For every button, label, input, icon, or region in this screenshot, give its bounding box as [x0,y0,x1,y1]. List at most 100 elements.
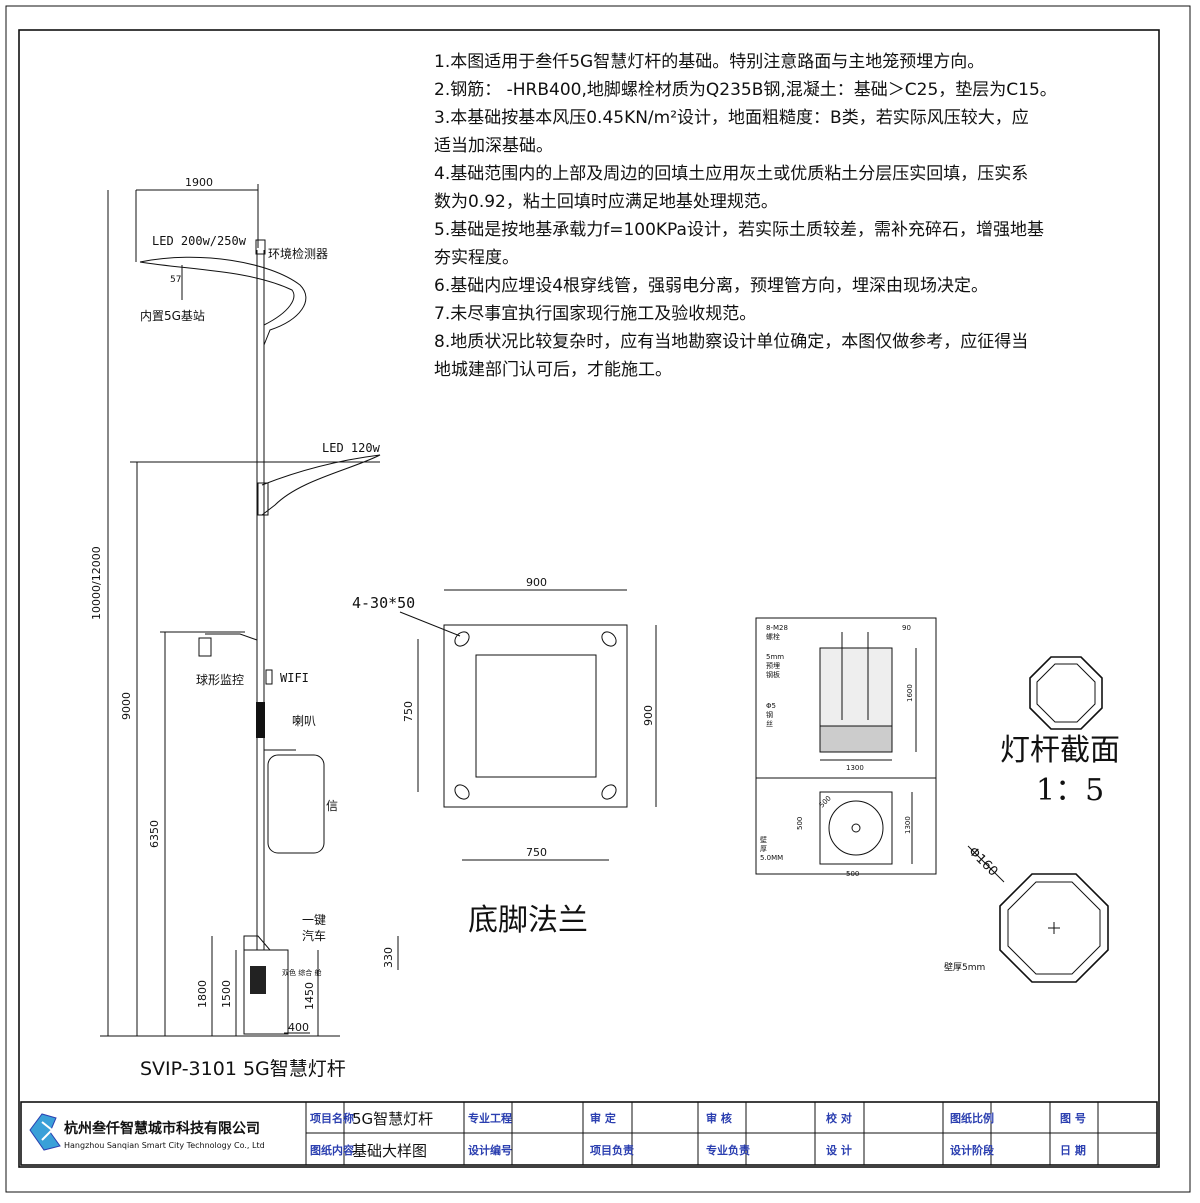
rebar-label: Φ5 [766,702,776,710]
mid-arm-clamp [257,482,269,516]
foundation-dim-depth: 1600 [906,684,914,702]
wifi-icon [265,669,273,685]
base-cabinet [243,949,289,1035]
scale-label: 图纸比例 [950,1111,994,1125]
section-title: 灯杆截面 [1000,733,1120,768]
note-line: 数为0.92，粘土回填时应满足地基处理规范。 [434,192,778,212]
section-wall: 壁厚5mm [944,961,985,973]
inner-border [18,29,1160,1168]
gravel-layer [819,725,893,753]
dim-1900: 1900 [185,176,213,189]
outer-border [5,5,1191,1193]
drawing-label: 图纸内容 [310,1143,354,1157]
hole-spec: 4-30*50 [352,594,415,612]
flange-dim-right: 900 [642,705,655,726]
base-flange: 900 750 900 750 4-30*50 底脚法兰 [352,576,657,938]
camera-arm [205,633,258,641]
specialty-label: 专业工程 [468,1111,512,1125]
top-arm-inner [139,261,295,326]
note-line: 8.地质状况比较复杂时，应有当地勘察设计单位确定，本图仅做参考，应征得当 [434,332,1028,352]
foundation-frame [755,617,937,875]
company-logo-icon [29,1113,61,1151]
charger-panel-icon [250,966,266,994]
rebar-label3: 丝 [766,719,773,728]
dim-1500: 1500 [220,980,233,1008]
note-line: 2.钢筋： -HRB400,地脚螺栓材质为Q235B钢,混凝土：基础＞C25，垫… [434,80,1057,100]
dim-9000: 9000 [120,692,133,720]
note-line: 地城建部门认可后，才能施工。 [434,360,672,380]
date-label: 日 期 [1060,1143,1086,1157]
env-detector-label: 环境检测器 [268,246,328,261]
mid-arm [261,454,381,516]
env-detector-symbol [255,239,266,255]
company-name-cn: 杭州叁仟智慧城市科技有限公司 [64,1120,260,1137]
one-key-label: 一键 [302,913,326,927]
top-arm [139,256,307,346]
foundation-detail: 8-M28 螺栓 5mm 预埋 钢板 Φ5 钢 丝 1300 1600 90 1… [755,617,937,878]
dim-330: 330 [382,947,395,968]
leader-line [399,611,461,637]
dim-1800: 1800 [196,980,209,1008]
bolt-hole [601,784,617,800]
dome-camera-icon [198,637,212,657]
dim-6350: 6350 [148,820,161,848]
design-no-label: 设计编号 [468,1143,512,1157]
led-top-label: LED 200w/250w [152,234,247,248]
plate-label3: 钢板 [766,670,780,679]
wall-label: 壁 [760,835,767,844]
led-mid-label: LED 120w [322,441,381,455]
plan-bolt-circle [828,800,884,856]
flange-caption: 底脚法兰 [468,903,588,938]
wifi-label: WIFI [280,671,309,685]
flange-dim-left: 750 [402,701,415,722]
foundation-block [819,647,893,727]
dome-camera-label: 球形监控 [196,673,244,687]
flange-plate [443,624,628,808]
pole-elevation: 1900 LED 200w/250w 环境检测器 57 内置5G基站 LED 1… [90,176,399,1080]
drawing-no-label: 图 号 [1060,1112,1086,1125]
cabinet-text: 双色 综合 舱 [282,968,321,977]
section-large-inner [1007,881,1101,975]
note-line: 6.基础内应埋设4根穿线管，强弱电分离，预埋管方向，埋深由现场决定。 [434,276,988,296]
section-diameter: Φ160 [965,844,1000,879]
design-label: 设 计 [826,1143,852,1157]
section-small-inner [1036,663,1096,723]
foundation-dim-width: 1300 [846,764,864,772]
plan-center [851,823,861,833]
notes-block: 1.本图适用于叁仟5G智慧灯杆的基础。特别注意路面与主地笼预埋方向。 2.钢筋：… [434,52,1057,380]
check-label: 校 对 [826,1111,852,1125]
speaker-icon [256,702,265,738]
flange-opening [475,654,597,778]
title-block: 杭州叁仟智慧城市科技有限公司 Hangzhou Sanqian Smart Ci… [20,1101,1158,1166]
foundation-plan [819,791,893,865]
plan-dim-500a: 500 [796,817,804,830]
info-screen-label: 信 [326,799,338,813]
project-label: 项目名称 [310,1111,354,1125]
stage-label: 设计阶段 [950,1143,994,1157]
note-line: 7.未尽事宜执行国家现行施工及验收规范。 [434,304,756,324]
bolt-hole [454,631,470,647]
dim-total: 10000/12000 [90,546,103,620]
bolt-label2: 螺栓 [766,632,780,641]
note-line: 3.本基础按基本风压0.45KN/m²设计，地面粗糙度：B类，若实际风压较大，应 [434,108,1029,128]
plan-dim-500b: 500 [846,870,859,878]
base-station-label: 内置5G基站 [140,309,205,323]
plate-label: 5mm [766,653,784,661]
pole-caption: SVIP-3101 5G智慧灯杆 [140,1058,346,1080]
pole-section: 灯杆截面 1：5 Φ160 壁厚5mm [944,656,1120,983]
drawing-value: 基础大样图 [352,1142,427,1160]
bolt-label: 8-M28 [766,624,788,632]
plate-label2: 预埋 [766,661,780,670]
note-line: 4.基础范围内的上部及周边的回填土应用灰土或优质粘土分层压实回填，压实系 [434,164,1028,184]
dim-1450: 1450 [303,982,316,1010]
note-line: 1.本图适用于叁仟5G智慧灯杆的基础。特别注意路面与主地笼预埋方向。 [434,52,984,72]
note-line: 5.基础是按地基承载力f=100KPa设计，若实际土质较差，需补充碎石，增强地基 [434,220,1044,240]
flange-dim-bottom: 750 [526,846,547,859]
note-line: 夯实程度。 [434,248,519,268]
project-value: 5G智慧灯杆 [352,1110,433,1128]
bolt-hole [454,784,470,800]
approve-label: 审 定 [590,1111,616,1125]
speaker-label: 喇叭 [292,713,316,728]
dim-400: 400 [288,1021,309,1034]
